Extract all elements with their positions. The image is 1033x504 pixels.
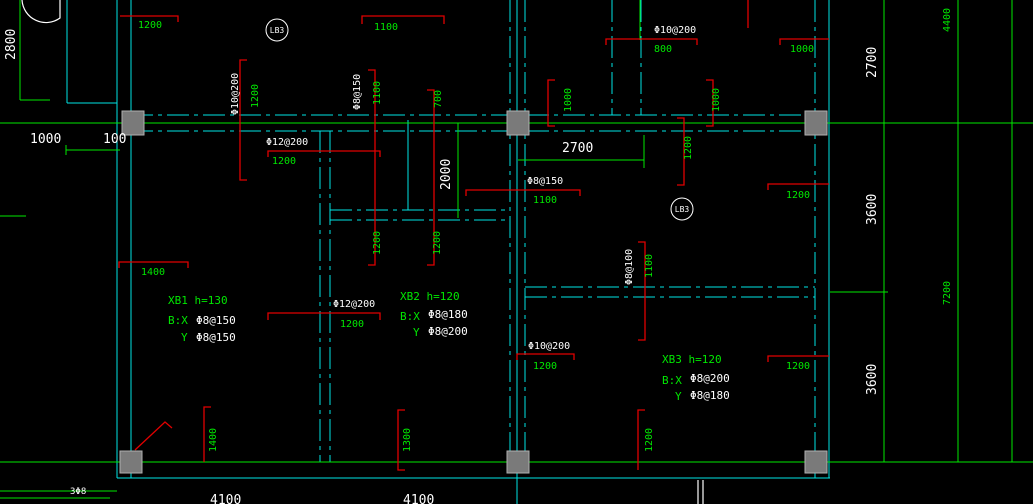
dim-100: 100 — [103, 132, 126, 147]
bar-length: 1200 — [533, 361, 557, 372]
bar-length: 1100 — [374, 22, 398, 33]
misc-white-lines — [21, 0, 704, 504]
dim-1000: 1000 — [30, 132, 61, 147]
dim-3600-upper: 3600 — [865, 194, 880, 225]
bar-length: 1200 — [683, 136, 694, 160]
dim-2800: 2800 — [4, 29, 19, 60]
bar-length: 1000 — [711, 88, 722, 112]
xb1-bx-value: Φ8@150 — [196, 314, 236, 327]
columns — [119, 110, 828, 474]
xb2-y-label: Y — [413, 326, 420, 339]
dim-4400: 4400 — [942, 8, 953, 32]
bar-length: 1000 — [790, 44, 814, 55]
bar-length: 1200 — [786, 361, 810, 372]
slab-mark-circle — [670, 197, 694, 221]
bar-length: 1100 — [533, 195, 557, 206]
dim-3600-lower: 3600 — [865, 364, 880, 395]
dim-7200: 7200 — [942, 281, 953, 305]
rebar-spec: 3Φ8 — [70, 487, 86, 497]
bar-length: 1200 — [138, 20, 162, 31]
rebar-spec: Φ8@150 — [352, 74, 363, 110]
column — [804, 450, 828, 474]
rebar-spec: Φ12@200 — [333, 299, 375, 310]
bar-length: 1200 — [786, 190, 810, 201]
xb3-y-value: Φ8@180 — [690, 389, 730, 402]
bar-length: 1300 — [402, 428, 413, 452]
xb3-bx-label: B:X — [662, 374, 682, 387]
xb3-bx-value: Φ8@200 — [690, 372, 730, 385]
xb3-y-label: Y — [675, 390, 682, 403]
bar-length: 1400 — [208, 428, 219, 452]
xb2-bx-label: B:X — [400, 310, 420, 323]
bar-length: 1100 — [372, 81, 383, 105]
bar-length: 800 — [654, 44, 672, 55]
bar-length: 1200 — [340, 319, 364, 330]
bar-length: 1000 — [563, 88, 574, 112]
rebar-spec: Φ10@200 — [230, 73, 241, 115]
xb2-name: XB2 h=120 — [400, 290, 460, 303]
rebar-spec: Φ12@200 — [266, 137, 308, 148]
column — [506, 110, 530, 136]
dim-2700-vertical: 2700 — [865, 47, 880, 78]
slab-marks — [265, 18, 694, 221]
column — [119, 450, 143, 474]
slab-mark-lb3-top: LB3 — [270, 26, 285, 35]
xb1-bx-label: B:X — [168, 314, 188, 327]
xb2-bx-value: Φ8@180 — [428, 308, 468, 321]
xb2-y-value: Φ8@200 — [428, 325, 468, 338]
bar-length: 1200 — [644, 428, 655, 452]
slab-mark-lb3-right: LB3 — [675, 205, 690, 214]
column — [804, 110, 828, 136]
bar-length: 1400 — [141, 267, 165, 278]
xb3-name: XB3 h=120 — [662, 353, 722, 366]
dim-4100-left: 4100 — [210, 493, 241, 504]
bar-length: 1200 — [250, 84, 261, 108]
bar-length: 1200 — [372, 231, 383, 255]
bar-length: 1200 — [272, 156, 296, 167]
rebar-spec: Φ10@200 — [528, 341, 570, 352]
xb1-y-label: Y — [181, 331, 188, 344]
bar-length: 1100 — [644, 254, 655, 278]
xb1-name: XB1 h=130 — [168, 294, 228, 307]
rebar-spec: Φ8@150 — [527, 176, 563, 187]
bar-length: 1200 — [432, 231, 443, 255]
bar-length: 700 — [433, 90, 444, 108]
rebar-lines — [118, 0, 829, 471]
rebar-spec: Φ10@200 — [654, 25, 696, 36]
slab-mark-circle — [265, 18, 289, 42]
rebar-spec: Φ8@100 — [624, 249, 635, 285]
dim-4100-right: 4100 — [403, 493, 434, 504]
dim-2000: 2000 — [439, 159, 454, 190]
xb1-y-value: Φ8@150 — [196, 331, 236, 344]
dim-2700-horizontal: 2700 — [562, 141, 593, 156]
column — [121, 110, 145, 136]
column — [506, 450, 530, 474]
